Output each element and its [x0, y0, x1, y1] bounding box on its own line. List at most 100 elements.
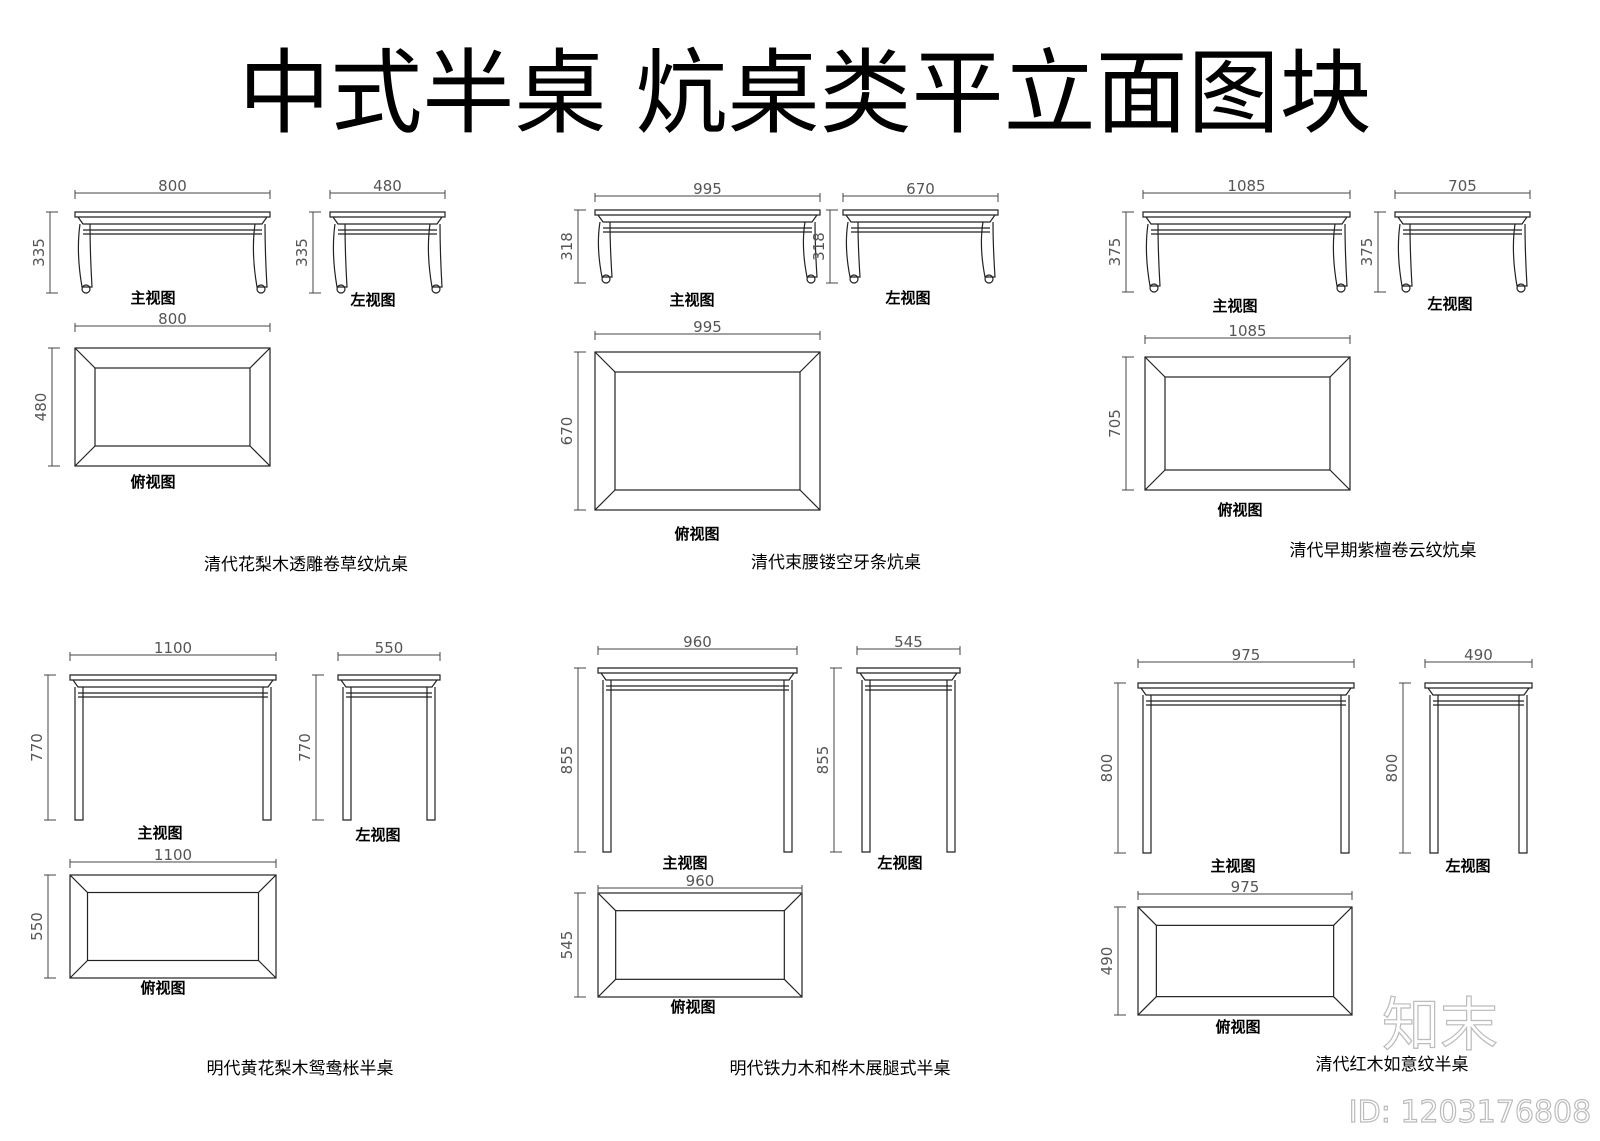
dimension-line	[594, 331, 821, 340]
table-leg	[74, 687, 84, 821]
furniture-block: 960855545855主视图左视图960545俯视图明代铁力木和桦木展腿式半桌	[558, 633, 961, 1079]
table-leg	[1397, 223, 1413, 287]
watermark-logo: 知末	[1382, 991, 1498, 1059]
bevel-lines	[1137, 906, 1353, 1016]
table-top	[69, 674, 277, 688]
scroll-foot	[601, 274, 611, 284]
furniture-block: 995318670318主视图左视图995670俯视图清代束腰镂空牙条炕桌	[558, 180, 999, 573]
side-view-label: 左视图	[876, 854, 922, 872]
scroll-foot	[849, 274, 859, 284]
scroll-foot	[256, 284, 266, 294]
dimension-label: 1100	[154, 639, 192, 657]
table-top	[1424, 682, 1533, 696]
dimension-line	[44, 874, 56, 979]
dimension-label: 855	[814, 746, 832, 775]
front-view	[1137, 682, 1355, 854]
watermark-id: ID: 1203176808	[1349, 1095, 1591, 1130]
bevel-lines	[1144, 356, 1351, 491]
dimension-line	[574, 892, 586, 998]
top-view-label: 俯视图	[140, 979, 185, 997]
table-leg	[77, 223, 93, 288]
dimension-line	[594, 193, 821, 202]
top-view	[597, 892, 803, 998]
table-leg	[332, 223, 348, 288]
table-leg	[1518, 695, 1528, 854]
front-view	[597, 667, 798, 853]
table-leg	[1145, 223, 1161, 287]
dimension-label: 490	[1464, 646, 1493, 664]
dimension-line	[69, 859, 277, 868]
dimension-line	[48, 347, 60, 467]
apron	[83, 229, 262, 235]
dimension-line	[830, 667, 842, 853]
table-top-panel	[86, 891, 260, 962]
table-top-panel	[614, 371, 801, 491]
table-leg	[262, 687, 272, 821]
dimension-line	[46, 211, 58, 294]
top-view	[74, 347, 271, 467]
dimension-label: 995	[693, 180, 722, 198]
dimension-label: 1085	[1227, 177, 1265, 195]
side-view-label: 左视图	[884, 289, 930, 307]
dimension-label: 318	[810, 232, 828, 261]
dimension-label: 705	[1448, 177, 1477, 195]
dimension-line	[1122, 356, 1134, 491]
apron	[1433, 700, 1524, 706]
dimension-line	[1137, 891, 1353, 900]
side-view-label: 左视图	[354, 826, 400, 844]
scroll-foot	[1149, 283, 1159, 293]
table-top-outline	[597, 892, 803, 998]
dimension-label: 995	[693, 318, 722, 336]
dimension-label: 800	[1383, 754, 1401, 783]
table-top	[74, 211, 271, 225]
table-top-outline	[74, 347, 271, 467]
front-view-label: 主视图	[130, 289, 175, 307]
table-top	[594, 209, 821, 223]
table-leg	[783, 680, 793, 853]
dimension-label: 770	[296, 733, 314, 762]
dimension-label: 545	[894, 633, 923, 651]
table-leg	[1429, 695, 1439, 854]
dimension-label: 855	[558, 746, 576, 775]
dimension-line	[312, 674, 324, 821]
dimension-label: 550	[28, 912, 46, 941]
dimension-line	[1137, 659, 1355, 668]
furniture-block: 800335480335主视图左视图800480俯视图清代花梨木透雕卷草纹炕桌	[30, 177, 446, 575]
dimension-line	[574, 209, 586, 284]
front-view-label: 主视图	[662, 854, 707, 872]
furniture-name: 明代黄花梨木鸳鸯枨半桌	[207, 1059, 394, 1079]
dimension-label: 975	[1231, 878, 1260, 896]
front-view	[74, 211, 271, 294]
apron	[865, 685, 952, 691]
scroll-foot	[336, 284, 346, 294]
top-view-label: 俯视图	[130, 473, 175, 491]
scroll-foot	[1401, 283, 1411, 293]
apron	[603, 227, 812, 233]
side-view	[329, 211, 446, 294]
table-leg	[1332, 223, 1348, 287]
dimension-label: 705	[1106, 409, 1124, 438]
scroll-foot	[984, 274, 994, 284]
apron	[78, 692, 268, 698]
front-view-label: 主视图	[1210, 857, 1255, 875]
table-leg	[802, 221, 818, 278]
apron	[346, 692, 432, 698]
table-leg	[426, 687, 436, 821]
front-view	[69, 674, 277, 821]
sheet-title: 中式半桌 炕桌类平立面图块	[238, 40, 1371, 147]
table-top-outline	[1144, 356, 1351, 491]
dimension-line	[856, 646, 961, 655]
dimension-label: 800	[158, 310, 187, 328]
dimension-line	[1122, 211, 1134, 293]
table-leg	[845, 221, 861, 278]
dimension-line	[74, 323, 271, 332]
top-view	[1144, 356, 1351, 491]
side-view-label: 左视图	[1426, 295, 1472, 313]
apron	[851, 227, 990, 233]
dimension-label: 975	[1232, 646, 1261, 664]
dimension-label: 770	[28, 733, 46, 762]
furniture-name: 明代铁力木和桦木展腿式半桌	[730, 1059, 951, 1079]
scroll-foot	[1516, 283, 1526, 293]
